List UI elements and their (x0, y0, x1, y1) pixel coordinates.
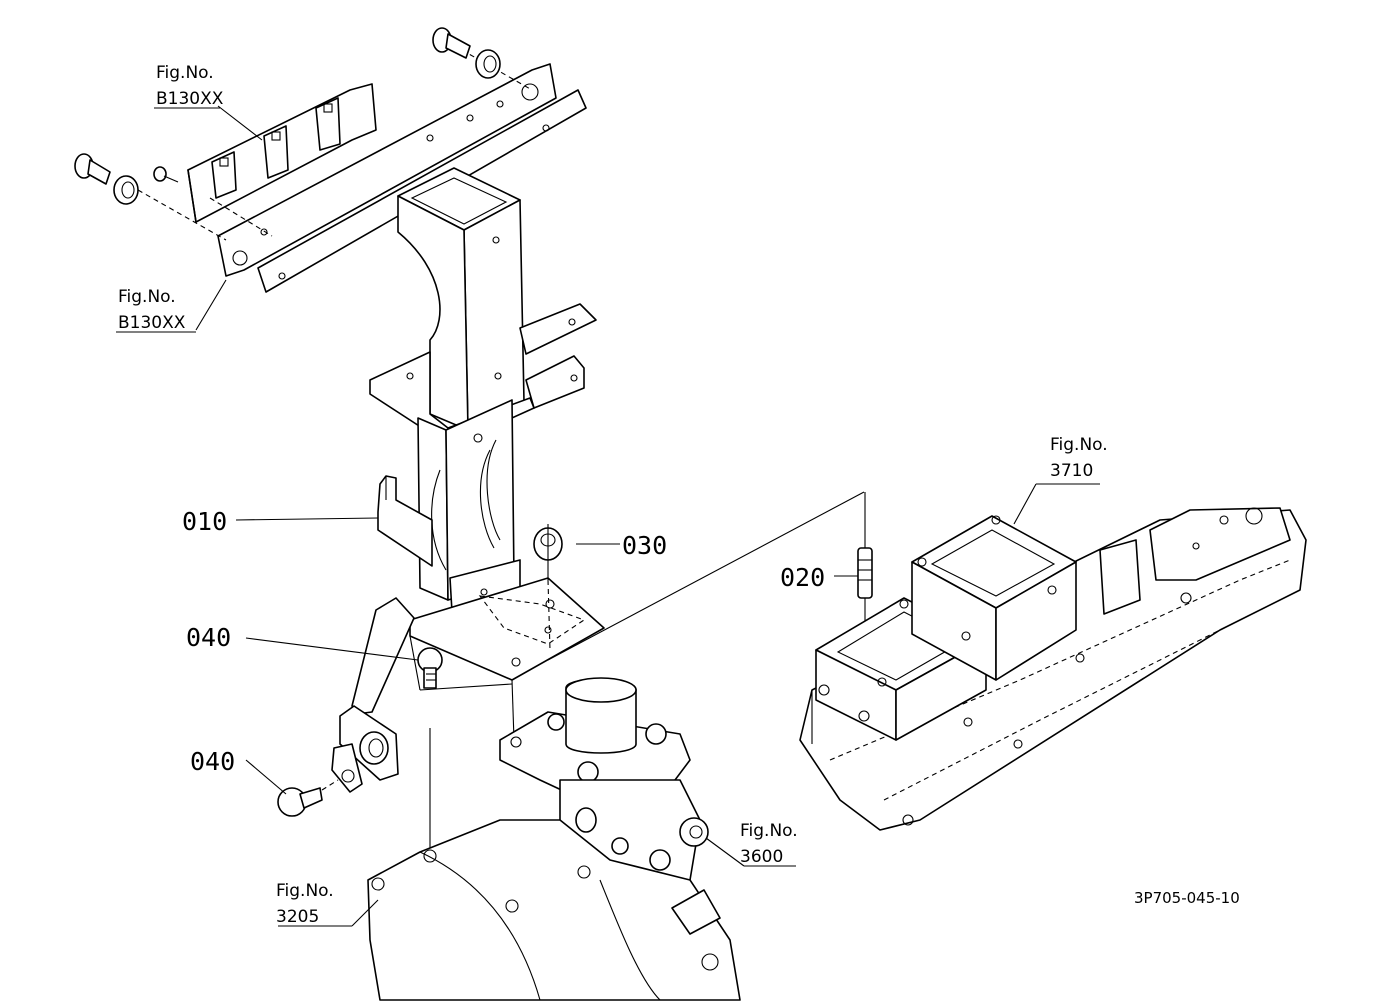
part-number-040-lower: 040 (190, 747, 235, 776)
fig-label-top: Fig.No. B130XX (154, 63, 224, 109)
fig-label-top-prefix: Fig.No. (156, 63, 214, 83)
ref-line-base (511, 679, 515, 741)
part-number-040-upper: 040 (186, 623, 231, 652)
bolt-left-icon (74, 153, 111, 185)
bolt-040-upper-icon (417, 647, 443, 689)
exhaust-manifold (799, 507, 1307, 831)
part-number-020: 020 (780, 563, 825, 592)
fig-label-top-code: B130XX (156, 89, 224, 109)
nut-030-icon (533, 524, 563, 651)
fig-label-3710-code: 3710 (1050, 461, 1093, 481)
fig-label-left-code: B130XX (118, 313, 186, 333)
part-number-010: 010 (182, 507, 227, 536)
fig-label-3600: Fig.No. 3600 (740, 821, 798, 867)
fig-label-3710: Fig.No. 3710 (1050, 435, 1108, 481)
fig-label-3205: Fig.No. 3205 (276, 881, 334, 927)
fig-label-left-prefix: Fig.No. (118, 287, 176, 307)
fig-label-3205-code: 3205 (276, 907, 319, 927)
gear-case (367, 819, 741, 1001)
fig-label-3600-prefix: Fig.No. (740, 821, 798, 841)
ref-line-030 (547, 491, 865, 661)
muffler-bracket (321, 167, 605, 793)
bushing-right-icon (475, 49, 501, 79)
fig-label-3710-prefix: Fig.No. (1050, 435, 1108, 455)
drawing-code: 3P705-045-10 (1134, 889, 1240, 907)
bolt-040-lower-icon (277, 787, 323, 817)
bolt-right-icon (432, 27, 471, 59)
screw-small-icon (153, 166, 179, 183)
fig-label-left: Fig.No. B130XX (116, 287, 196, 333)
fig-label-3600-code: 3600 (740, 847, 783, 867)
part-number-030: 030 (622, 531, 667, 560)
fig-label-3205-prefix: Fig.No. (276, 881, 334, 901)
leader-lines (195, 105, 1100, 927)
bushing-left-icon (113, 175, 139, 205)
